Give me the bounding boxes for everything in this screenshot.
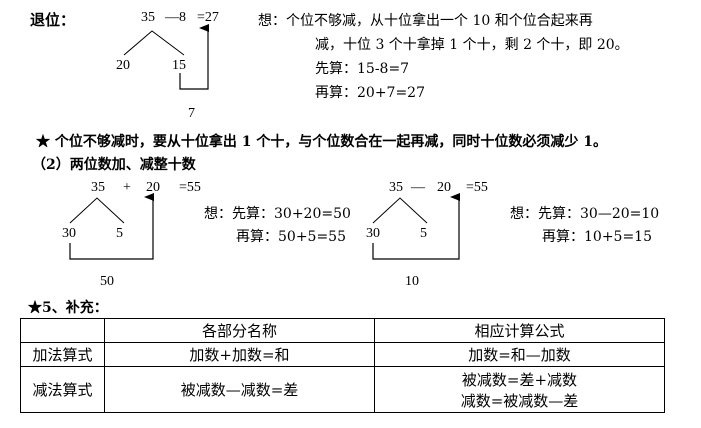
add-operator: + <box>123 180 131 195</box>
table-row: 减法算式 被减数—减数=差 被减数=差+减数 减数=被减数—差 <box>20 366 665 413</box>
retreat-subtrahend: —8 <box>165 10 186 25</box>
row-formula: 加数=和—加数 <box>374 342 665 367</box>
row-formula-line: 减数=被减数—差 <box>460 391 579 410</box>
table-header-cell <box>20 318 105 343</box>
sub-result: =55 <box>466 180 488 195</box>
retreat-title: 退位： <box>30 11 76 29</box>
sub-think-line2: 再算：10+5=15 <box>542 229 652 245</box>
sub-operator: — <box>411 180 425 195</box>
row-formula-line: 被减数=差+减数 <box>461 370 578 389</box>
add-split-lines <box>69 197 125 224</box>
retreat-split-left: 20 <box>116 58 130 73</box>
retreat-explain-line4: 再算：20+7=27 <box>315 85 425 101</box>
table-header-cell: 各部分名称 <box>104 318 375 343</box>
table-row: 加法算式 加数+加数=和 加数=和—加数 <box>20 342 665 367</box>
sub-arrow-path <box>372 193 460 260</box>
add-partial-result: 50 <box>100 274 114 289</box>
sub-split-lines <box>372 197 428 224</box>
add-arrow-path <box>69 193 154 260</box>
retreat-partial-result: 7 <box>188 106 195 121</box>
table-header-cell: 相应计算公式 <box>374 318 665 343</box>
add-operand-b: 20 <box>146 180 160 195</box>
add-split-left: 30 <box>62 226 76 241</box>
sub-split-left: 30 <box>366 226 380 241</box>
row-names: 加数+加数=和 <box>104 342 375 367</box>
retreat-split-lines <box>123 30 185 56</box>
section5-title: ★5、补充： <box>28 300 108 316</box>
formula-table: 各部分名称 相应计算公式 加法算式 加数+加数=和 加数=和—加数 减法算式 被… <box>20 318 665 413</box>
retreat-explain-line2: 减，十位 3 个十拿掉 1 个十，剩 2 个十，即 20。 <box>315 37 629 53</box>
row-type: 减法算式 <box>20 366 105 413</box>
add-result: =55 <box>179 180 201 195</box>
retreat-result: =27 <box>197 10 219 25</box>
section2-title: （2）两位数加、减整十数 <box>32 157 196 173</box>
retreat-split-right: 15 <box>172 58 186 73</box>
sub-operand-b: 20 <box>437 180 451 195</box>
retreat-explain-line1: 想：个位不够减，从十位拿出一个 10 和个位合起来再 <box>258 13 593 29</box>
row-formula: 被减数=差+减数 减数=被减数—差 <box>374 366 665 413</box>
retreat-explain-line3: 先算：15-8=7 <box>315 61 410 77</box>
sub-split-right: 5 <box>420 226 427 241</box>
add-think-line2: 再算：50+5=55 <box>236 229 346 245</box>
row-type: 加法算式 <box>20 342 105 367</box>
add-split-right: 5 <box>116 226 123 241</box>
row-names: 被减数—减数=差 <box>104 366 375 413</box>
add-think-line1: 想：先算：30+20=50 <box>204 206 351 222</box>
sub-partial-result: 10 <box>405 274 419 289</box>
add-operand-a: 35 <box>91 180 105 195</box>
retreat-minuend: 35 <box>141 10 155 25</box>
rule-note: ★ 个位不够减时，要从十位拿出 1 个十，与个位数合在一起再减，同时十位数必须减… <box>36 134 607 150</box>
sub-operand-a: 35 <box>389 180 403 195</box>
row-formula-line: 加数=和—加数 <box>468 346 571 364</box>
table-header-row: 各部分名称 相应计算公式 <box>20 318 665 343</box>
sub-think-line1: 想：先算：30—20=10 <box>510 206 660 222</box>
